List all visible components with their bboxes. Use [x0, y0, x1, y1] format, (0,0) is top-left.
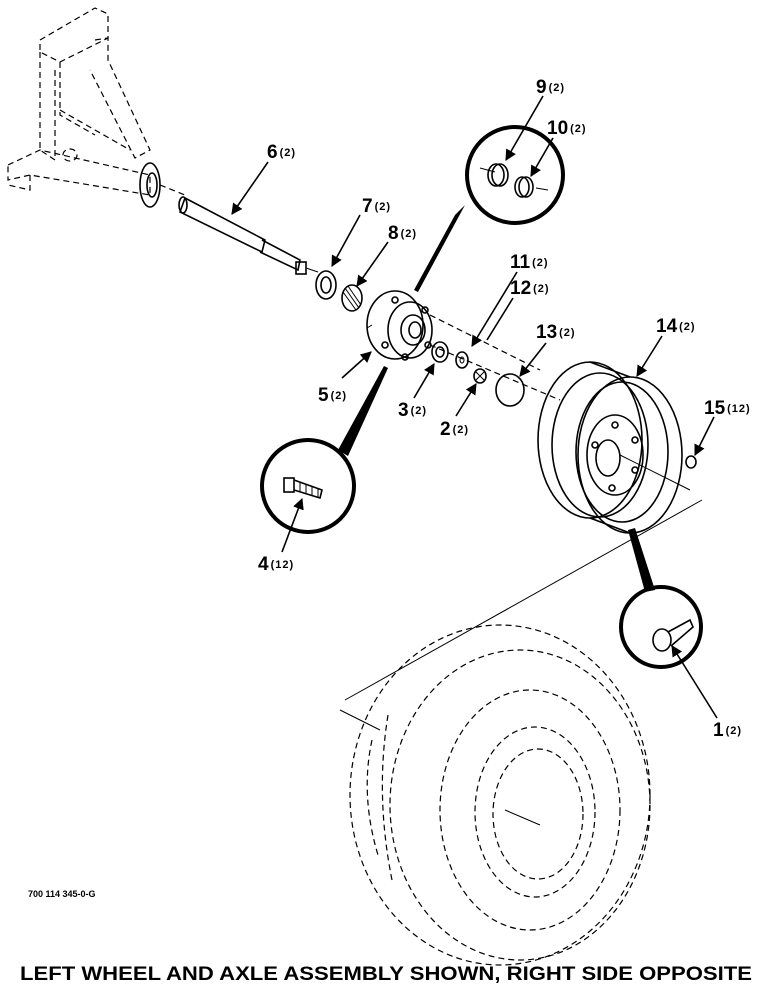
bearing-cone-outer [341, 284, 363, 312]
wheel-rim [537, 361, 691, 534]
callout-11-qty: (2) [532, 257, 548, 269]
spindle-nut [473, 368, 487, 384]
callout-12-qty: (2) [533, 283, 549, 295]
callout-2-qty: (2) [453, 424, 469, 436]
callout-9-qty: (2) [549, 82, 565, 94]
svg-text:12(2): 12(2) [510, 278, 550, 299]
svg-text:8(2): 8(2) [388, 223, 417, 244]
callout-6-number: 6 [267, 142, 278, 163]
svg-text:9(2): 9(2) [536, 77, 565, 98]
svg-text:1(2): 1(2) [713, 720, 742, 741]
callout-labels: 6(2) 7(2) 8(2) 9(2) 10(2) 11(2) 12(2) 13… [258, 77, 751, 741]
callout-15-number: 15 [704, 398, 726, 419]
callout-15-qty: (12) [727, 403, 751, 415]
svg-text:2(2): 2(2) [440, 419, 469, 440]
figure-caption: LEFT WHEEL AND AXLE ASSEMBLY SHOWN, RIGH… [20, 963, 752, 985]
callout-11-number: 11 [510, 252, 531, 273]
valve-stem-detail-circle [619, 528, 703, 669]
drawing-id: 700 114 345-0-G [28, 889, 96, 899]
bearing-cup-detail-circle [414, 125, 565, 292]
callout-7-number: 7 [362, 196, 373, 217]
callout-8-qty: (2) [401, 228, 417, 240]
callout-8-number: 8 [388, 223, 399, 244]
inner-bearing-cone [431, 341, 449, 363]
dust-cap [495, 373, 525, 407]
callout-13-qty: (2) [559, 327, 575, 339]
callout-1-qty: (2) [726, 725, 742, 737]
bearing-seal [315, 270, 337, 300]
leader-lines [231, 95, 718, 719]
svg-text:13(2): 13(2) [536, 322, 576, 343]
svg-text:3(2): 3(2) [398, 400, 427, 421]
svg-text:4(12): 4(12) [258, 554, 294, 575]
callout-14-qty: (2) [679, 321, 695, 333]
callout-9-number: 9 [536, 77, 547, 98]
svg-text:10(2): 10(2) [547, 118, 587, 139]
spindle [178, 196, 319, 275]
frame-bracket [7, 7, 186, 208]
svg-text:11(2): 11(2) [510, 252, 549, 273]
wheel-bolt-detail-circle [260, 366, 388, 534]
callout-3-qty: (2) [411, 405, 427, 417]
callout-12-number: 12 [510, 278, 531, 299]
wheel-hub [366, 290, 433, 361]
callout-4-qty: (12) [271, 559, 295, 571]
callout-13-number: 13 [536, 322, 557, 343]
callout-1-number: 1 [713, 720, 724, 741]
callout-14-number: 14 [656, 316, 678, 337]
callout-10-number: 10 [547, 118, 568, 139]
tire [339, 499, 703, 966]
callout-6-qty: (2) [280, 147, 296, 159]
callout-7-qty: (2) [375, 201, 391, 213]
callout-5-number: 5 [318, 385, 329, 406]
svg-text:7(2): 7(2) [362, 196, 391, 217]
svg-text:5(2): 5(2) [318, 385, 347, 406]
callout-4-number: 4 [258, 554, 269, 575]
svg-text:15(12): 15(12) [704, 398, 751, 419]
callout-2-number: 2 [440, 419, 451, 440]
assembly-centerline [429, 314, 561, 401]
washer [455, 351, 469, 369]
callout-5-qty: (2) [331, 390, 347, 402]
svg-text:6(2): 6(2) [267, 142, 296, 163]
callout-10-qty: (2) [570, 123, 586, 135]
lug-nut [685, 455, 697, 469]
svg-text:14(2): 14(2) [656, 316, 696, 337]
callout-3-number: 3 [398, 400, 409, 421]
